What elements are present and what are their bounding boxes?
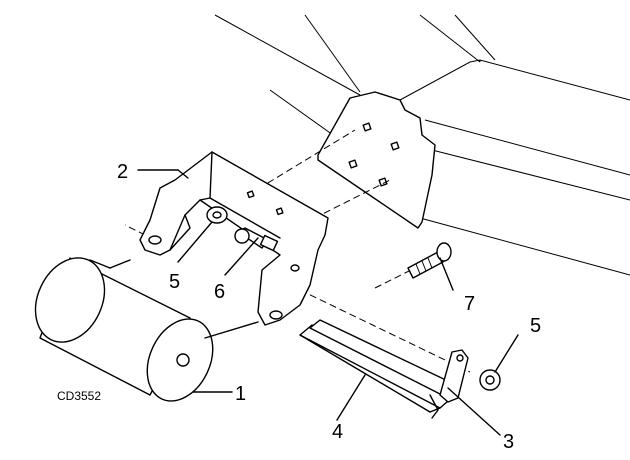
roller-part-1 xyxy=(34,257,259,402)
leader-lines xyxy=(137,169,519,436)
machine-frame xyxy=(214,14,630,276)
callout-2: 2 xyxy=(117,161,128,183)
callout-4: 4 xyxy=(332,421,343,443)
washer-part-5 xyxy=(206,206,228,224)
callout-7: 7 xyxy=(464,293,475,315)
frame-mounting-plate xyxy=(317,91,436,229)
plate-part-3 xyxy=(309,319,469,419)
callout-6: 6 xyxy=(214,281,225,303)
bolt-part-6 xyxy=(234,227,279,252)
bracket-part-2 xyxy=(139,151,329,326)
figure-code: CD3552 xyxy=(57,389,101,403)
callout-1: 1 xyxy=(235,383,246,405)
washer-part-5-right xyxy=(479,369,501,391)
callout-5-left: 5 xyxy=(169,271,180,293)
bolt-part-7 xyxy=(407,242,452,279)
callout-5-right: 5 xyxy=(530,315,541,337)
callout-3: 3 xyxy=(503,431,514,453)
